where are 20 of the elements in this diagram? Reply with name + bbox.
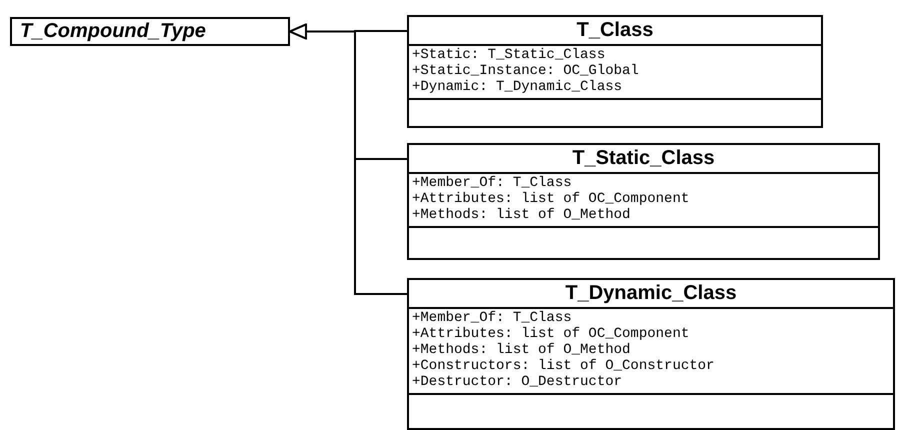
- attribute-text: +Constructors: list of O_Constructor: [411, 358, 714, 374]
- abstract-class-box: [10, 17, 290, 46]
- class-box: [407, 143, 880, 260]
- class-box: [407, 278, 895, 430]
- attribute-text: +Methods: list of O_Method: [411, 342, 630, 358]
- attribute-text: +Attributes: list of OC_Component: [411, 326, 690, 342]
- attribute-text: +Member_Of: T_Class: [411, 310, 572, 326]
- attribute-text: +Methods: list of O_Method: [411, 207, 630, 223]
- generalization-arrow: [289, 24, 407, 295]
- attribute-text: +Static_Instance: OC_Global: [411, 63, 639, 79]
- attribute-text: +Dynamic: T_Dynamic_Class: [411, 79, 622, 95]
- class-box: [407, 15, 823, 128]
- attribute-text: +Attributes: list of OC_Component: [411, 191, 690, 207]
- attribute-text: +Destructor: O_Destructor: [411, 374, 622, 390]
- attribute-text: +Static: T_Static_Class: [411, 47, 606, 63]
- class-name: T_Static_Class: [572, 147, 715, 169]
- class-name: T_Class: [576, 19, 654, 41]
- class-name: T_Compound_Type: [19, 19, 206, 44]
- class-name: T_Dynamic_Class: [565, 282, 737, 304]
- attribute-text: +Member_Of: T_Class: [411, 175, 572, 191]
